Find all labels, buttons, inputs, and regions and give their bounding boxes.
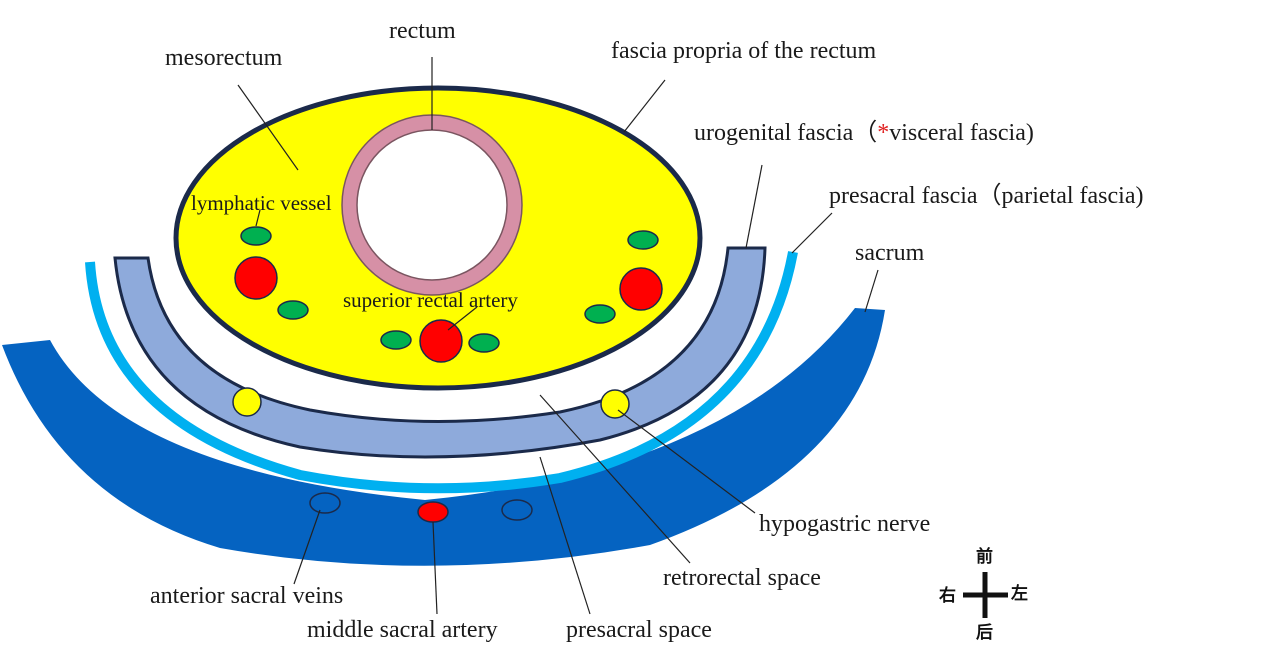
lymph-node: [584, 304, 616, 324]
leader-sacrum: [864, 269, 879, 313]
presacral-fascia-arc: [85, 251, 798, 494]
leader-urogenital-fascia: [745, 164, 763, 249]
lymph-node: [240, 226, 272, 246]
compass-posterior: 后: [976, 623, 993, 643]
leader-presacral-space: [539, 456, 591, 615]
label-retrorectal-space: retrorectal space: [663, 565, 821, 591]
rectum-lumen: [356, 129, 508, 281]
compass-right: 右: [939, 585, 956, 606]
leader-fascia-propria: [623, 79, 666, 133]
leader-hypogastric-nerve: [617, 409, 756, 514]
label-anterior-sacral-veins: anterior sacral veins: [150, 583, 343, 609]
leader-middle-sacral-artery: [432, 521, 438, 615]
compass-anterior: 前: [976, 546, 993, 567]
leader-superior-rectal-artery: [447, 306, 478, 331]
artery-branch: [234, 256, 278, 300]
anterior-sacral-vein: [309, 492, 341, 514]
visceral-fascia-asterisk: *: [877, 120, 889, 146]
label-lymphatic-vessel: lymphatic vessel: [191, 191, 332, 215]
label-fascia-propria: fascia propria of the rectum: [611, 38, 877, 64]
middle-sacral-artery-dot: [417, 501, 449, 523]
artery-branch: [619, 267, 663, 311]
superior-rectal-artery: [419, 319, 463, 363]
label-rectum: rectum: [389, 18, 456, 44]
leader-presacral-fascia: [791, 212, 833, 254]
sacrum-band: [2, 308, 885, 566]
label-presacral-fascia: presacral fascia（parietal fascia): [829, 183, 1143, 209]
lymph-node: [380, 330, 412, 350]
urogenital-fascia-text: urogenital fascia（: [694, 120, 877, 146]
label-presacral-space: presacral space: [566, 617, 712, 643]
label-superior-rectal-artery: superior rectal artery: [343, 288, 518, 312]
lymph-node: [277, 300, 309, 320]
lymph-node: [627, 230, 659, 250]
leader-lymphatic-vessel: [255, 209, 261, 227]
lymph-node: [468, 333, 500, 353]
anterior-sacral-vein: [501, 499, 533, 521]
label-hypogastric-nerve: hypogastric nerve: [759, 511, 930, 537]
label-mesorectum: mesorectum: [165, 45, 283, 71]
label-urogenital-fascia: urogenital fascia（*visceral fascia): [694, 120, 1034, 146]
visceral-fascia-text: visceral fascia): [889, 120, 1034, 146]
leader-retrorectal-space: [539, 394, 691, 564]
hypogastric-nerve-right: [232, 387, 262, 417]
label-sacrum: sacrum: [855, 240, 925, 266]
leader-mesorectum: [237, 84, 299, 171]
hypogastric-nerve-left: [600, 389, 630, 419]
orientation-compass: 前 后 右 左: [939, 546, 1028, 643]
leader-anterior-sacral-veins: [293, 509, 321, 585]
label-middle-sacral-artery: middle sacral artery: [307, 617, 498, 643]
compass-left: 左: [1011, 583, 1028, 604]
